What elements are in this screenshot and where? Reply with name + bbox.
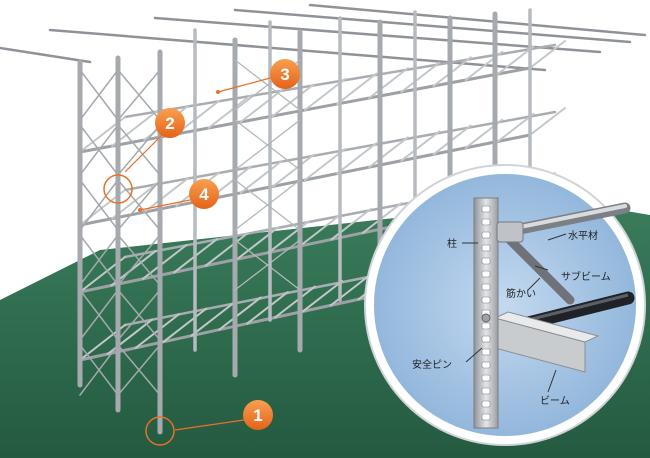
callout-3: 3: [270, 59, 300, 89]
shelf-cross-member: [496, 45, 535, 75]
svg-text:1: 1: [253, 406, 262, 425]
callout-target-dots: [138, 90, 220, 212]
shelf-cross-member: [239, 88, 284, 123]
callout-4: 4: [189, 179, 219, 209]
svg-text:3: 3: [280, 65, 289, 84]
top-rail: [0, 46, 92, 64]
shelf-cross-member: [496, 112, 535, 143]
shelf-cross-member: [299, 214, 341, 247]
svg-text:2: 2: [165, 114, 174, 133]
brace: [117, 69, 161, 121]
detail-background: [374, 174, 636, 436]
brace: [234, 239, 301, 291]
shelf-cross-member: [529, 40, 566, 69]
shelf-cross-member: [336, 72, 378, 105]
label-beam: ビーム: [540, 395, 570, 407]
shelf-cross-member: [271, 153, 315, 188]
detail-view: 柱 水平材 サブビーム 筋かい 安全ピン ビーム: [364, 164, 646, 446]
column-slot: [481, 322, 491, 330]
shelf-cross-member: [336, 142, 378, 175]
shelf-cross-member: [329, 274, 371, 307]
brace: [79, 289, 119, 341]
shelf-cross-member: [271, 83, 315, 117]
label-safety-pin: 安全ピン: [412, 358, 452, 371]
shelf-cross-member: [143, 177, 189, 214]
column-slot: [481, 400, 491, 408]
top-rail: [233, 8, 632, 44]
top-rail: [308, 3, 647, 37]
column-slot: [481, 374, 491, 382]
shelf-cross-member: [274, 285, 316, 319]
shelf-cross-member: [162, 307, 208, 343]
label-column: 柱: [447, 237, 457, 250]
brace: [79, 124, 119, 176]
callout-leaders: [124, 76, 275, 431]
column-slot: [481, 244, 491, 252]
column-slot: [481, 257, 491, 265]
column-slot: [481, 205, 491, 213]
brace: [79, 344, 119, 396]
column-slot: [481, 231, 491, 239]
shelf-cross-member: [218, 296, 262, 331]
column-slot: [481, 348, 491, 356]
shelf-cross-member: [330, 208, 372, 241]
svg-text:4: 4: [199, 185, 209, 204]
column-slot: [481, 296, 491, 304]
shelf-cross-member: [400, 61, 441, 93]
brace: [234, 119, 301, 171]
shelf-cross-member: [207, 94, 252, 129]
shelf-cross-member: [239, 159, 284, 194]
brace: [117, 289, 161, 341]
brace: [79, 179, 119, 231]
callout-2: 2: [155, 108, 185, 138]
brace: [117, 179, 161, 231]
rack-structure: [0, 3, 647, 435]
label-sub-beam: サブビーム: [561, 270, 611, 283]
brace: [117, 344, 161, 396]
brace: [234, 179, 301, 231]
shelf-cross-member: [301, 280, 344, 313]
column-slot: [481, 387, 491, 395]
column-slot: [481, 413, 491, 421]
shelf-cross-member: [246, 291, 289, 325]
shelf-cross-member: [368, 67, 409, 99]
column-slot: [481, 283, 491, 291]
shelf-cross-member: [190, 302, 235, 337]
brace: [117, 234, 161, 286]
shelf-cross-member: [400, 130, 441, 162]
column-slot: [481, 270, 491, 278]
column-slot: [481, 335, 491, 343]
column-slot: [481, 361, 491, 369]
callout-targets: [103, 174, 175, 446]
label-brace: 筋かい: [506, 287, 536, 300]
shelf-cross-member: [529, 107, 566, 136]
brace: [79, 69, 119, 121]
detail-leaders: [462, 233, 567, 393]
callout-1: 1: [243, 400, 273, 430]
column-slot: [481, 218, 491, 226]
brace: [79, 234, 119, 286]
brace: [117, 124, 161, 176]
detail-parts: [473, 197, 635, 429]
shelf-cross-member: [204, 232, 249, 267]
label-horizontal: 水平材: [568, 229, 598, 242]
shelf-cross-member: [368, 136, 409, 169]
